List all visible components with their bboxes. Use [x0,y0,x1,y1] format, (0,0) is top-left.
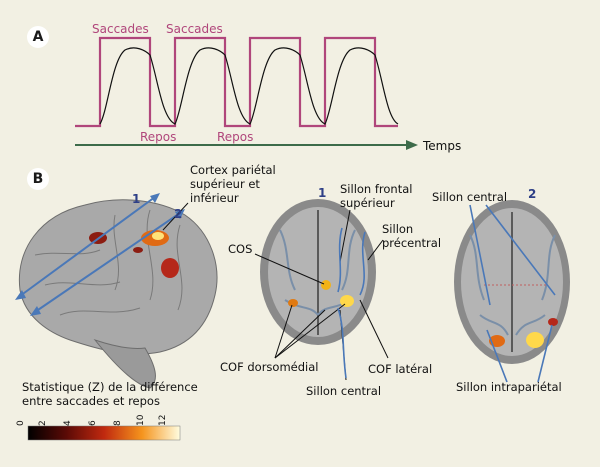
saccades-label-1: Saccades [92,22,149,36]
cortex-parietal-label-line-1: Cortex pariétal [190,163,276,177]
sillon-central-label-2: Sillon central [432,190,508,204]
panel-a-letter: A [27,26,49,48]
sillon-frontal-line-2: supérieur [340,196,395,210]
panel-b-letter: B [27,168,49,190]
repos-label-1: Repos [140,130,177,144]
colorbar-tick: 4 [63,420,73,426]
colorbar-title-line-2: entre saccades et repos [22,394,160,408]
cof-lateral-label: COF latéral [368,362,433,376]
sillon-precentral-line-2: précentral [382,236,442,250]
sillon-precentral-line-1: Sillon [382,222,414,236]
cortex-parietal-label-line-2: supérieur et [190,177,260,191]
cos-label: COS [228,242,253,256]
colorbar-tick: 6 [88,420,98,426]
colorbar-tick: 8 [113,420,123,426]
colorbar-tick: 12 [158,414,168,426]
colorbar-tick: 2 [38,420,48,426]
colorbar-tick: 0 [16,420,26,426]
lateral-brain-image [18,199,218,389]
axial-slice-1-image [260,199,376,345]
slice-2-leaders [469,204,556,383]
axial-slice-2-image [454,200,570,364]
colorbar-tick: 10 [136,414,146,426]
colorbar-gradient [27,425,181,441]
colorbar-title: Statistique (Z) de la différence entre s… [22,380,198,408]
sillon-frontal-line-1: Sillon frontal [340,182,413,196]
cortex-parietal-label-line-3: inférieur [190,191,239,205]
colorbar-title-line-1: Statistique (Z) de la différence [22,380,198,394]
plane-1-tag: 1 [132,192,141,206]
time-axis-label: Temps [423,139,462,153]
time-axis-arrowhead [406,140,418,150]
plane-2-tag: 2 [174,207,183,221]
sillon-central-label-1: Sillon central [306,384,382,398]
sillon-precentral-label: Sillon précentral [382,222,441,250]
cof-dorsomedial-label: COF dorsomédial [220,360,319,374]
bold-response-curve [99,47,399,125]
repos-label-2: Repos [217,130,254,144]
colorbar-ticks: 0 2 4 6 8 10 12 [16,412,180,426]
stimulus-boxcar [75,36,398,128]
cortex-parietal-label: Cortex pariétal supérieur et inférieur [190,163,276,205]
plane-1-line [19,196,156,297]
slice-2-number: 2 [528,187,537,201]
sillon-frontal-label: Sillon frontal supérieur [340,182,412,210]
cortex-label-leader [162,202,189,231]
slice-1-sulcus-tracings [337,227,366,379]
sillon-intraparietal-label: Sillon intrapariétal [456,380,562,394]
plane-2-line [34,212,181,313]
slice-1-number: 1 [318,186,327,200]
saccades-label-2: Saccades [166,22,223,36]
